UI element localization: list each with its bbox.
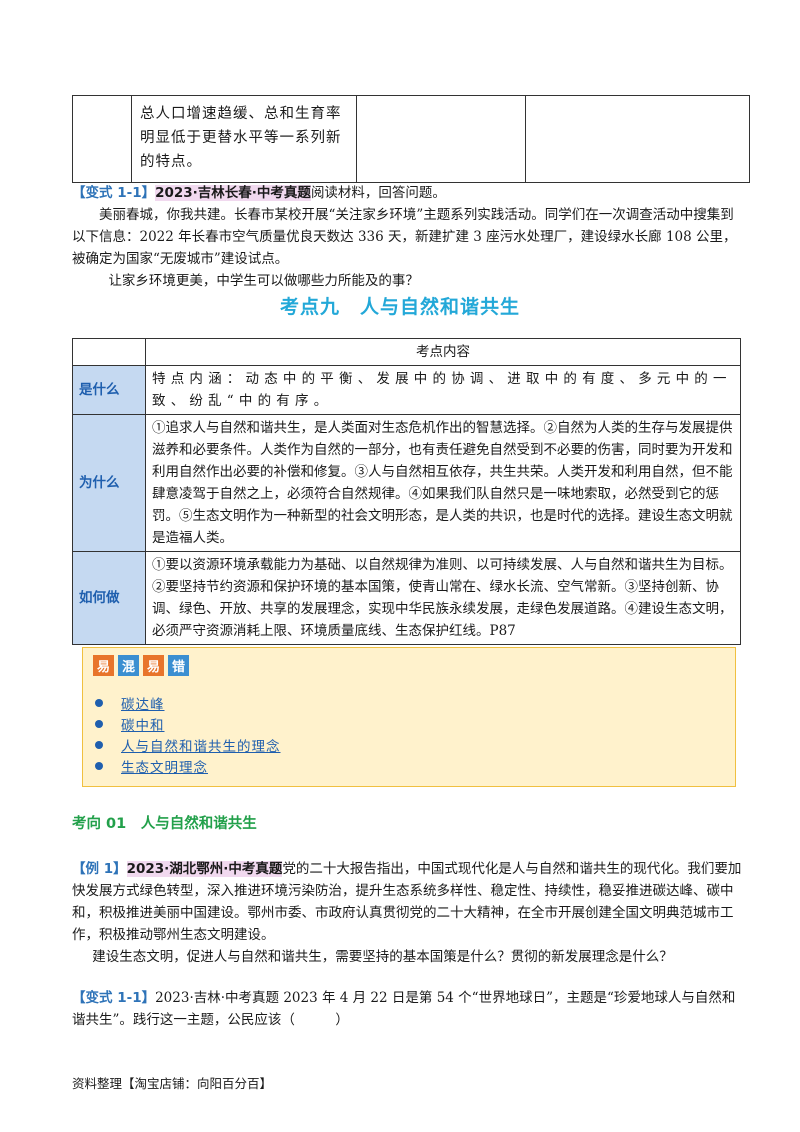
example-material: 党的二十大报告指出，中国式现代化是人与自然和谐共生的现代化。我们要加快发展方式绿… [72, 861, 742, 943]
row-content-how: ①要以资源环境承载能力为基础、以自然规律为准则、以可持续发展、人与自然和谐共生为… [145, 551, 741, 645]
row-label-what: 是什么 [72, 365, 146, 415]
badge: 错 [168, 655, 189, 676]
row-content-what: 特点内涵：动态中的平衡、发展中的协调、进取中的有度、多元中的一致、纷乱“中的有序… [145, 365, 741, 415]
badge: 混 [118, 655, 139, 676]
example-material-line: 【例 1】2023·湖北鄂州·中考真题党的二十大报告指出，中国式现代化是人与自然… [72, 858, 742, 946]
variant-1-block: 【变式 1-1】2023·吉林长春·中考真题阅读材料，回答问题。 美丽春城，你我… [72, 182, 742, 292]
confusion-badges: 易 混 易 错 [93, 655, 189, 676]
list-item-link[interactable]: 人与自然和谐共生的理念 [121, 738, 281, 755]
list-item-link[interactable]: 碳达峰 [121, 696, 165, 713]
variant-tag: 【变式 1-1】 [72, 185, 156, 201]
list-item[interactable]: 碳中和 [95, 713, 281, 734]
bullet-icon [95, 761, 103, 770]
example-tag: 【例 1】 [72, 861, 127, 877]
variant-lead: 阅读材料，回答问题。 [310, 185, 446, 201]
table-cell-text: 总人口增速趋缓、总和生育率明显低于更替水平等一系列新的特点。 [131, 95, 357, 183]
row-label-how: 如何做 [72, 551, 146, 645]
example-1-block: 【例 1】2023·湖北鄂州·中考真题党的二十大报告指出，中国式现代化是人与自然… [72, 858, 742, 968]
direction-title: 考向 01 人与自然和谐共生 [72, 816, 257, 832]
table-header: 考点内容 [145, 338, 741, 366]
confusion-list: 碳达峰 碳中和 人与自然和谐共生的理念 生态文明理念 [95, 692, 281, 776]
bullet-icon [95, 698, 103, 707]
badge: 易 [93, 655, 114, 676]
variant-1-line: 【变式 1-1】2023·吉林长春·中考真题阅读材料，回答问题。 [72, 182, 742, 204]
list-item-link[interactable]: 碳中和 [121, 717, 165, 734]
table-cell-empty [525, 95, 750, 183]
badge: 易 [143, 655, 164, 676]
row-content-why: ①追求人与自然和谐共生，是人类面对生态危机作出的智慧选择。②自然为人类的生存与发… [145, 414, 741, 552]
confusion-box: 易 混 易 错 碳达峰 碳中和 人与自然和谐共生的理念 生态文明理念 [82, 647, 736, 787]
table-row: 为什么 ①追求人与自然和谐共生，是人类面对生态危机作出的智慧选择。②自然为人类的… [72, 414, 741, 552]
top-continuation-table: 总人口增速趋缓、总和生育率明显低于更替水平等一系列新的特点。 [72, 95, 750, 183]
list-item[interactable]: 生态文明理念 [95, 755, 281, 776]
table-row: 如何做 ①要以资源环境承载能力为基础、以自然规律为准则、以可持续发展、人与自然和… [72, 551, 741, 645]
knowledge-table: 考点内容 是什么 特点内涵：动态中的平衡、发展中的协调、进取中的有度、多元中的一… [72, 338, 741, 645]
bullet-icon [95, 719, 103, 728]
section-title: 考点九 人与自然和谐共生 [279, 296, 520, 318]
variant-2-line: 【变式 1-1】2023·吉林·中考真题 2023 年 4 月 22 日是第 5… [72, 987, 742, 1031]
variant-material: 美丽春城，你我共建。长春市某校开展“关注家乡环境”主题系列实践活动。同学们在一次… [72, 207, 737, 267]
table-cell-empty [356, 95, 526, 183]
list-item[interactable]: 人与自然和谐共生的理念 [95, 734, 281, 755]
variant-2-block: 【变式 1-1】2023·吉林·中考真题 2023 年 4 月 22 日是第 5… [72, 987, 742, 1031]
list-item-link[interactable]: 生态文明理念 [121, 759, 208, 776]
table-cell-empty [72, 95, 132, 183]
table-header-empty [72, 338, 146, 366]
list-item[interactable]: 碳达峰 [95, 692, 281, 713]
variant-tag: 【变式 1-1】 [72, 990, 156, 1006]
variant-question: 让家乡环境更美，中学生可以做哪些力所能及的事？ [108, 273, 419, 289]
variant-2-text: 2023·吉林·中考真题 2023 年 4 月 22 日是第 54 个“世界地球… [72, 990, 736, 1028]
exam-source: 2023·湖北鄂州·中考真题 [126, 861, 283, 877]
example-question: 建设生态文明，促进人与自然和谐共生，需要坚持的基本国策是什么？贯彻的新发展理念是… [92, 949, 673, 965]
table-row: 是什么 特点内涵：动态中的平衡、发展中的协调、进取中的有度、多元中的一致、纷乱“… [72, 365, 741, 415]
row-label-why: 为什么 [72, 414, 146, 552]
exam-source: 2023·吉林长春·中考真题 [155, 185, 311, 201]
bullet-icon [95, 740, 103, 749]
footer-credit: 资料整理【淘宝店铺：向阳百分百】 [72, 1076, 273, 1091]
